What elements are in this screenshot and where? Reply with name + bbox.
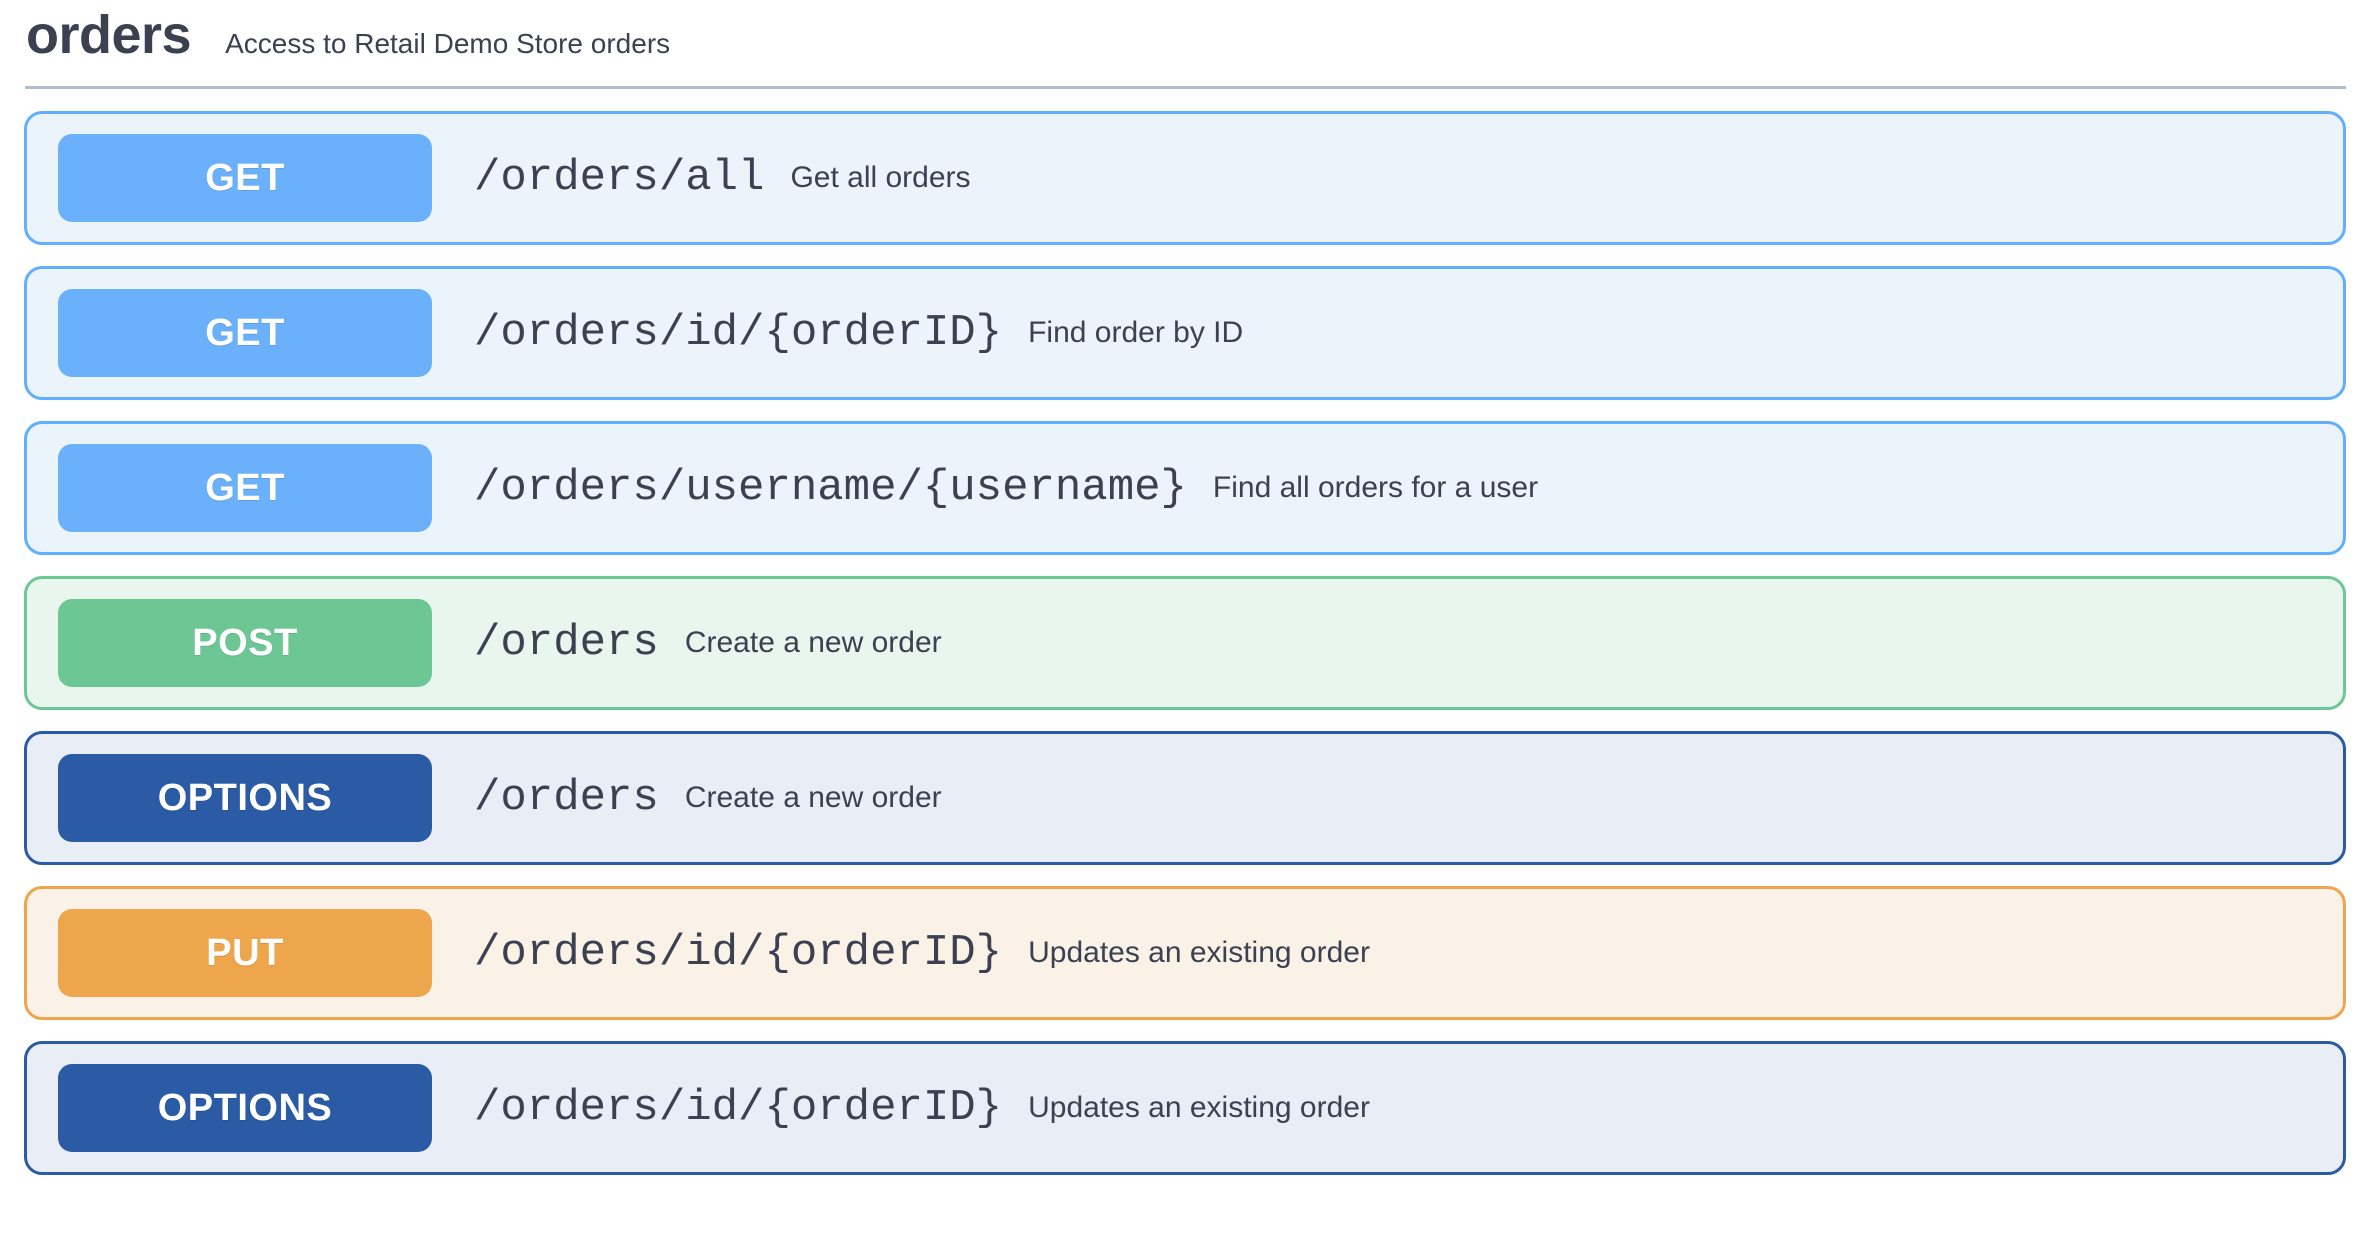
operation-summary: Get all orders <box>790 161 971 194</box>
operation-path: /orders/id/{orderID} <box>474 308 1003 358</box>
operation-path: /orders/all <box>474 153 765 203</box>
operation-row[interactable]: GET/orders/id/{orderID} Find order by ID <box>24 266 2346 400</box>
operation-row[interactable]: OPTIONS/orders/id/{orderID} Updates an ex… <box>24 1041 2346 1175</box>
http-method-badge[interactable]: OPTIONS <box>58 754 432 842</box>
operation-path: /orders/id/{orderID} <box>474 928 1003 978</box>
operation-summary: Create a new order <box>684 626 942 659</box>
operation-summary: Find order by ID <box>1028 316 1244 349</box>
operation-row[interactable]: GET/orders/all Get all orders <box>24 111 2346 245</box>
operation-row[interactable]: POST/orders Create a new order <box>24 576 2346 710</box>
operation-row[interactable]: OPTIONS/orders Create a new order <box>24 731 2346 865</box>
operation-summary: Updates an existing order <box>1028 936 1370 969</box>
operation-path: /orders <box>474 773 659 823</box>
tag-title[interactable]: orders <box>26 5 192 65</box>
operation-row[interactable]: GET/orders/username/{username} Find all o… <box>24 421 2346 555</box>
http-method-badge[interactable]: OPTIONS <box>58 1064 432 1152</box>
tag-header[interactable]: orders Access to Retail Demo Store order… <box>24 0 2346 86</box>
operation-summary: Create a new order <box>684 781 942 814</box>
http-method-badge[interactable]: GET <box>58 289 432 377</box>
operation-row[interactable]: PUT/orders/id/{orderID} Updates an existi… <box>24 886 2346 1020</box>
operation-path: /orders/username/{username} <box>474 463 1187 513</box>
tag-description: Access to Retail Demo Store orders <box>225 28 671 59</box>
http-method-badge[interactable]: GET <box>58 134 432 222</box>
operation-path: /orders <box>474 618 659 668</box>
http-method-badge[interactable]: GET <box>58 444 432 532</box>
tag-divider <box>25 86 2346 89</box>
operation-summary: Find all orders for a user <box>1212 471 1539 504</box>
http-method-badge[interactable]: POST <box>58 599 432 687</box>
http-method-badge[interactable]: PUT <box>58 909 432 997</box>
operation-path: /orders/id/{orderID} <box>474 1083 1003 1133</box>
operation-summary: Updates an existing order <box>1028 1091 1370 1124</box>
